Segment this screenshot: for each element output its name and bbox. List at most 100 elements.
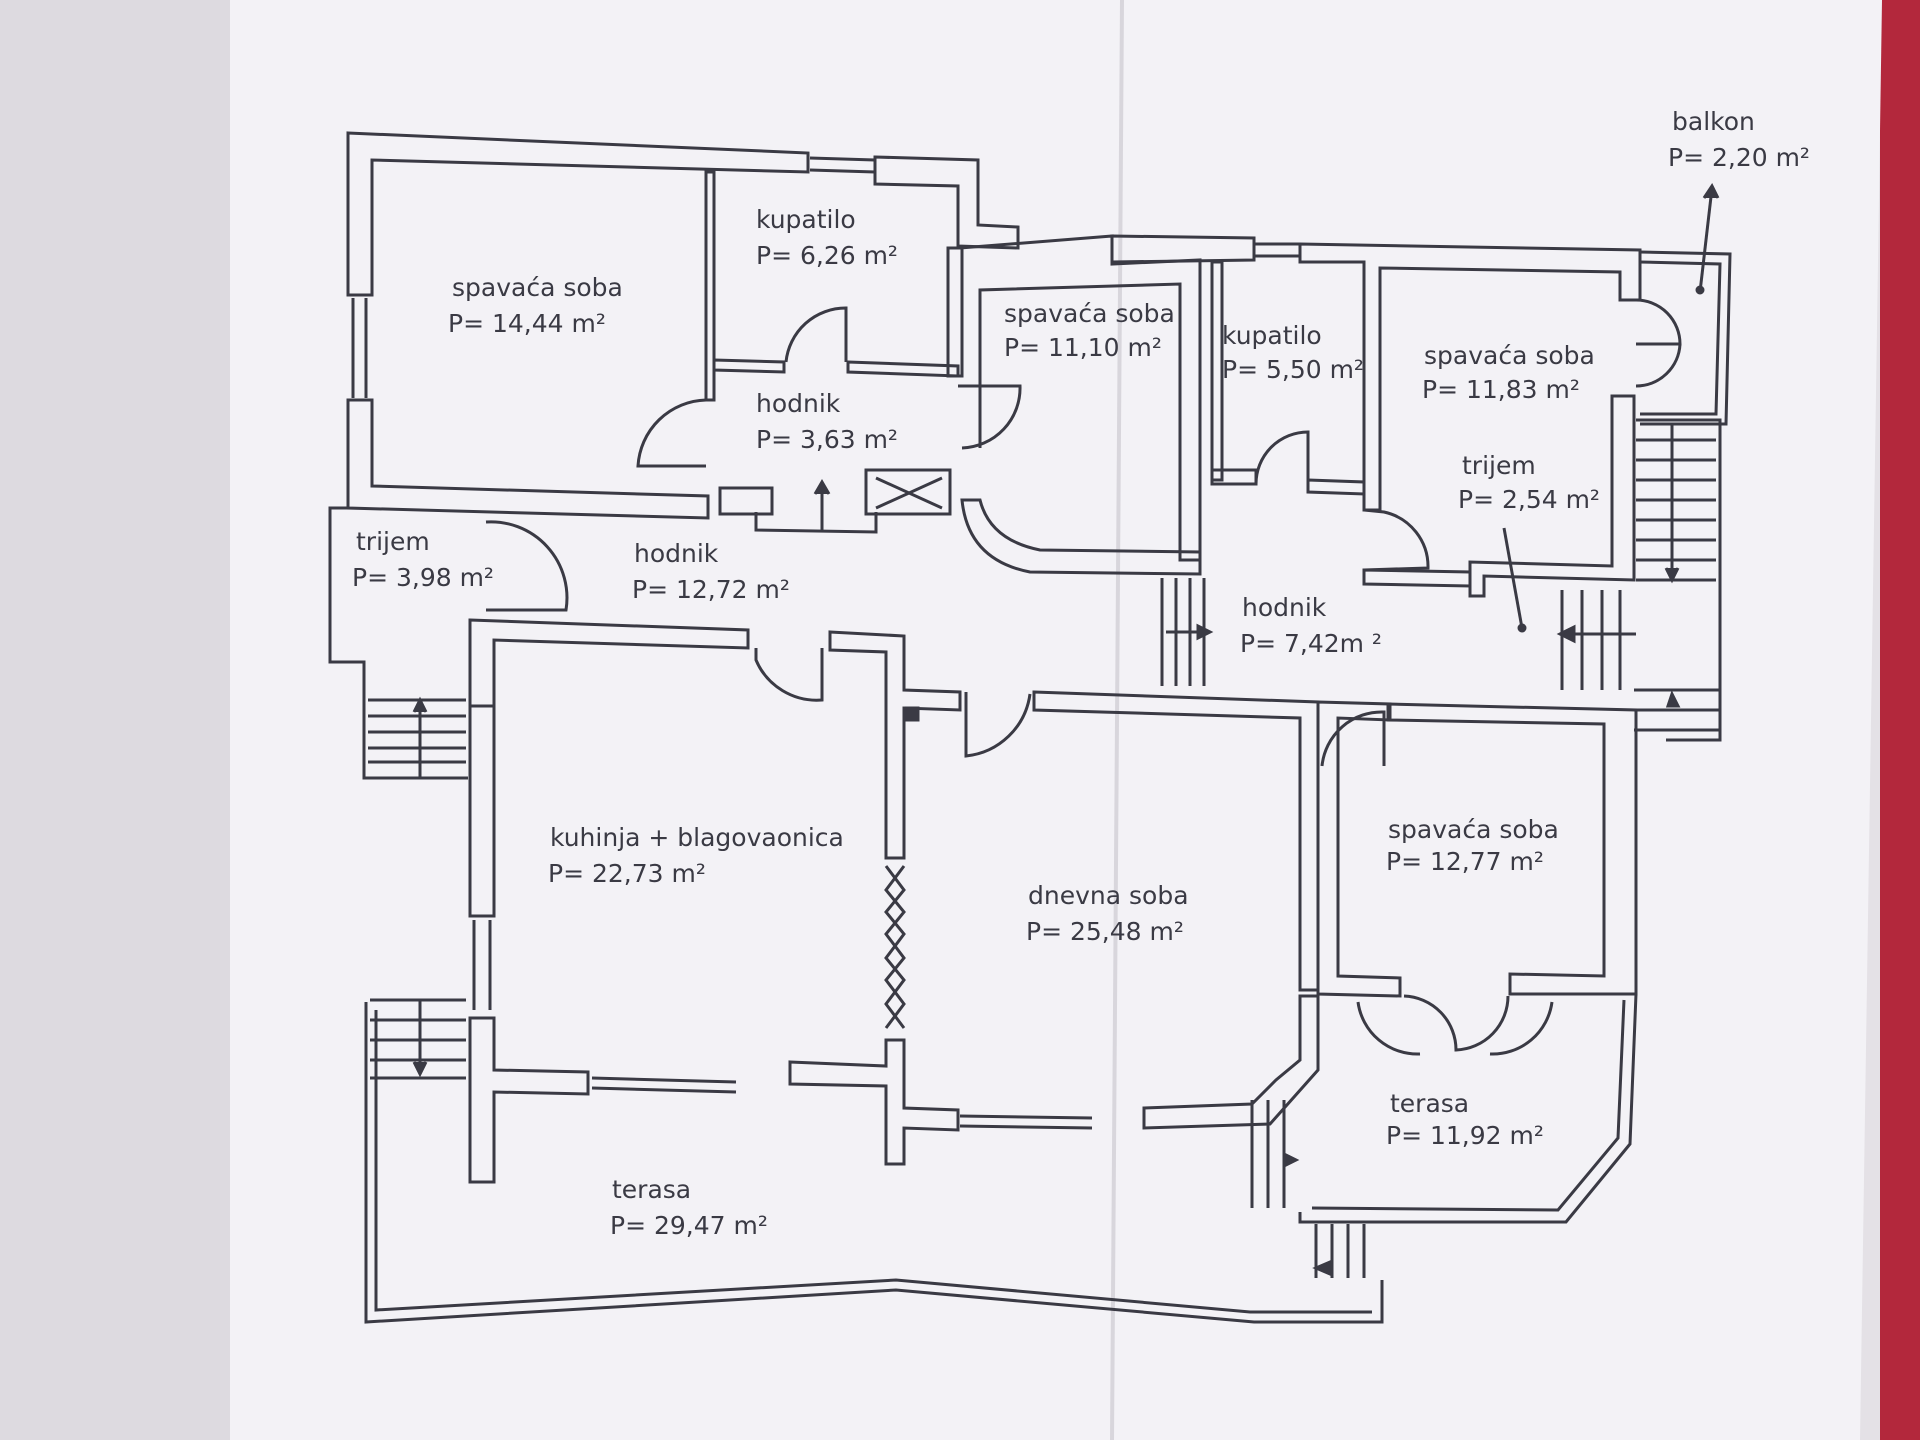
area-trijem-2: P= 3,98 m² — [352, 563, 494, 592]
terasa-right-outline — [1298, 993, 1638, 1224]
label-spavaca-soba-4: spavaća soba — [1388, 815, 1559, 844]
stairs-right — [1636, 418, 1722, 742]
wall-kitchen-left-lower — [468, 1016, 590, 1184]
arrow-terasa-right-b — [1312, 1259, 1332, 1277]
stairs-trijem-right — [1560, 590, 1720, 732]
wall-living-bottom — [1142, 994, 1320, 1130]
stairs-trijem-left — [368, 698, 466, 764]
stove-fixture — [718, 486, 774, 516]
slide-door-kitchen-b — [591, 1086, 737, 1094]
balkon-outline — [1639, 250, 1732, 426]
wall-kupatilo-2 — [1110, 234, 1256, 264]
label-hodnik-2: hodnik — [634, 539, 719, 568]
area-hodnik-1: P= 3,63 m² — [756, 425, 898, 454]
area-spavaca-soba-2: P= 11,10 m² — [1004, 333, 1162, 362]
area-kupatilo-2: P= 5,50 m² — [1222, 355, 1364, 384]
area-terasa-2: P= 11,92 m² — [1386, 1121, 1544, 1150]
door-kupatilo-1 — [784, 306, 848, 363]
arrow-trijem-right-pointer — [1502, 527, 1524, 629]
wall-kupatilo-1-inner — [712, 358, 786, 374]
slide-door-dnevna — [959, 1114, 1093, 1120]
area-dnevna-soba: P= 25,48 m² — [1026, 917, 1184, 946]
door-bedroom-1 — [636, 398, 707, 468]
paper-shadow-left — [0, 0, 230, 1440]
label-hodnik-3: hodnik — [1242, 593, 1327, 622]
area-hodnik-3: P= 7,42m ² — [1240, 629, 1382, 658]
wall-bedroom-4 — [1316, 700, 1402, 998]
terasa-left-outline — [364, 1002, 1384, 1324]
label-trijem-1: trijem — [1462, 451, 1536, 480]
wall-bedroom-2-curve — [960, 498, 1202, 576]
door-dnevna-soba — [964, 692, 1032, 758]
trijem-left-outline — [328, 506, 468, 780]
door-terrace-right — [1403, 994, 1510, 1052]
plan-drawing — [328, 131, 1732, 1324]
wall-hodnik-2-mid — [828, 630, 962, 860]
arrow-terasa-right — [1282, 1151, 1300, 1169]
arrow-trijem-right-b — [1665, 690, 1681, 708]
dot-balkon — [1695, 285, 1705, 295]
door-balkon-b — [1635, 343, 1682, 388]
arrow-stairs-right-head — [1664, 567, 1680, 584]
wall-kitchen-mid — [788, 1038, 960, 1166]
label-trijem-2: trijem — [356, 527, 430, 556]
label-spavaca-soba-2: spavaća soba — [1004, 299, 1175, 328]
door-bedroom-3 — [1363, 508, 1430, 572]
red-edge — [1880, 0, 1920, 1440]
wall-kupatilo-1-right — [946, 246, 964, 378]
column-fixture — [904, 706, 920, 722]
wall-bedroom-3 — [1298, 242, 1642, 512]
wall-bedroom-1-right — [704, 170, 716, 402]
arrow-trijem-right — [1556, 624, 1576, 644]
label-hodnik-1: hodnik — [756, 389, 841, 418]
label-kuhinja: kuhinja + blagovaonica — [550, 823, 844, 852]
wall-kupatilo-1 — [873, 155, 1020, 250]
arrow-balkon — [1698, 187, 1714, 293]
door-kupatilo-2 — [1254, 430, 1310, 485]
wall-kitchen-left — [468, 704, 496, 918]
slide-door-dnevna-b — [959, 1124, 1093, 1130]
wall-bedroom-1 — [346, 131, 810, 297]
balkon-inner — [1639, 260, 1722, 416]
wall-bedroom-3-bottom — [1362, 568, 1472, 588]
stair-small-hall — [754, 512, 878, 534]
window-kupatilo-1b — [809, 168, 876, 174]
label-kupatilo-1: kupatilo — [756, 205, 856, 234]
stairs-kitchen-left — [370, 998, 466, 1080]
door-trijem-left — [485, 520, 569, 612]
label-dnevna-soba: dnevna soba — [1028, 881, 1189, 910]
door-terrace-right-b — [1356, 1001, 1554, 1056]
area-spavaca-soba-3: P= 11,83 m² — [1422, 375, 1580, 404]
label-spavaca-soba-1: spavaća soba — [452, 273, 623, 302]
area-balkon: P= 2,20 m² — [1668, 143, 1810, 172]
room-labels: spavaća soba P= 14,44 m² kupatilo P= 6,2… — [352, 107, 1810, 1240]
arrow-balkon-head — [1702, 183, 1720, 199]
lattice-partition-b — [884, 865, 906, 1029]
slide-door-kitchen — [591, 1076, 737, 1084]
door-hodnik-3-living — [1320, 710, 1386, 767]
arrow-kitchen-left-head — [412, 1061, 428, 1078]
wall-bedroom-3-right — [1468, 394, 1636, 598]
door-hodnik-2 — [754, 648, 824, 702]
area-spavaca-soba-1: P= 14,44 m² — [448, 309, 606, 338]
label-spavaca-soba-3: spavaća soba — [1424, 341, 1595, 370]
cabinet-cross-b — [875, 476, 943, 510]
terasa-right-inner — [1311, 999, 1626, 1212]
paper-fold — [1110, 0, 1124, 1440]
area-terasa-1: P= 29,47 m² — [610, 1211, 768, 1240]
area-trijem-1: P= 2,54 m² — [1458, 485, 1600, 514]
label-kupatilo-2: kupatilo — [1222, 321, 1322, 350]
terasa-left-inner — [374, 1010, 1372, 1314]
arrow-trijem-left-head — [412, 696, 428, 713]
label-balkon: balkon — [1672, 107, 1755, 136]
wall-kupatilo-2-right — [1210, 260, 1224, 482]
cabinet-fixture — [864, 468, 952, 516]
window-kupatilo-1 — [809, 156, 876, 162]
area-hodnik-2: P= 12,72 m² — [632, 575, 790, 604]
area-spavaca-soba-4: P= 12,77 m² — [1386, 847, 1544, 876]
area-kuhinja: P= 22,73 m² — [548, 859, 706, 888]
area-kupatilo-1: P= 6,26 m² — [756, 241, 898, 270]
arrow-small-hall-head — [813, 479, 831, 495]
door-bedroom-2 — [958, 384, 1022, 450]
